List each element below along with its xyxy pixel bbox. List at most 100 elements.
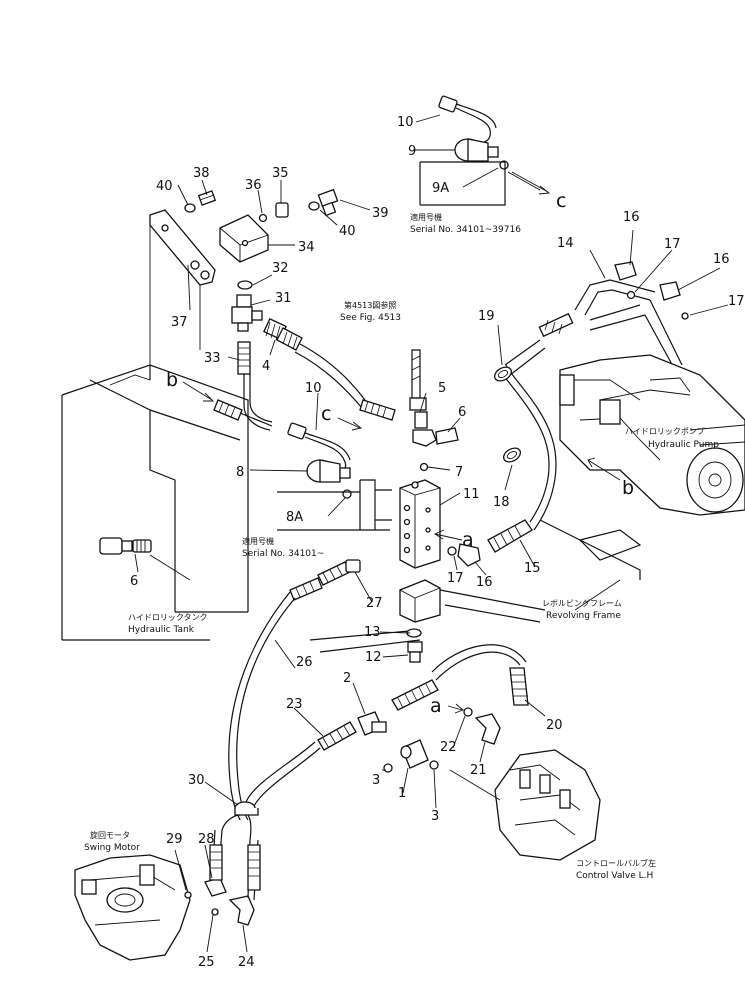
part-label: 3 (431, 809, 439, 824)
revolving-frame-shape (309, 519, 642, 653)
revolving-frame-jp: レボルビングフレーム (542, 598, 622, 608)
part-17-oring-block (447, 546, 457, 556)
part-21-elbow (474, 713, 501, 745)
text-labels: 適用号機 Serial No. 34101~39716 第4513図参照 See… (84, 212, 719, 881)
part-label: 14 (557, 236, 574, 251)
part-label: 10 (305, 381, 322, 396)
part-label: 13 (364, 625, 381, 640)
part-label: 8 (236, 465, 244, 480)
part-18-clamp (502, 447, 522, 463)
part-29-oring (184, 891, 192, 899)
part-number-labels: 1 2 3 3 4 5 6 6 7 8 8A 9 9A 10 10 11 12 … (130, 115, 745, 970)
part-label: 39 (372, 206, 389, 221)
part-32-oring (237, 280, 253, 290)
part-label: 2 (343, 671, 351, 686)
part-label: 6 (130, 574, 138, 589)
part-label: 5 (438, 381, 446, 396)
callout-a-block: a (462, 529, 474, 551)
serial-mid-en: Serial No. 34101~ (242, 549, 324, 559)
part-label: 28 (198, 832, 215, 847)
part-35-plug (275, 202, 289, 218)
part-label: 11 (463, 487, 480, 502)
serial-top-jp: 適用号機 (410, 212, 442, 222)
hydraulic-tank-en: Hydraulic Tank (128, 625, 195, 635)
hydraulic-pump-jp: ハイドロリックポンプ (625, 427, 705, 436)
part-8A-oring (342, 489, 352, 499)
part-label: 9A (432, 181, 449, 196)
part-1-adapter (400, 739, 429, 769)
see-fig-jp: 第4513図参照 (344, 300, 396, 310)
part-label: 37 (171, 315, 188, 330)
part-label: 17 (447, 571, 464, 586)
part-40-washer (184, 201, 320, 213)
part-label: 35 (272, 166, 289, 181)
part-label: 30 (188, 773, 205, 788)
part-label: 31 (275, 291, 292, 306)
part-10-wire-lower (287, 422, 351, 472)
part-label: 16 (713, 252, 730, 267)
part-label: 6 (458, 405, 466, 420)
part-38-bolt (197, 190, 217, 206)
part-24-elbow (228, 814, 261, 926)
part-label: 21 (470, 763, 487, 778)
serial-bracket-top (419, 161, 506, 206)
part-15-hose (487, 312, 574, 553)
part-12-bolt (407, 641, 423, 663)
callout-b-tank: b (166, 369, 178, 391)
callout-letters: a a b b c c (166, 190, 634, 717)
swing-motor-shape (74, 854, 191, 961)
part-28-fitting (204, 814, 241, 897)
part-8-pressure-switch (306, 459, 351, 483)
control-valve-jp: コントロールバルブ左 (576, 858, 656, 868)
part-label: 9 (408, 144, 416, 159)
part-label: 40 (156, 179, 173, 194)
part-20-hose (391, 644, 529, 711)
serial-bracket-mid (277, 479, 392, 531)
control-valve-en: Control Valve L.H (576, 871, 653, 881)
part-16-elbow-upper (614, 261, 681, 301)
part-label: 17 (728, 294, 745, 309)
part-10-wire-upper (438, 95, 497, 144)
part-7-oring (419, 462, 429, 472)
part-label: 22 (440, 740, 457, 755)
part-label: 36 (245, 178, 262, 193)
part-label: 27 (366, 596, 383, 611)
part-label: 38 (193, 166, 210, 181)
swing-motor-en: Swing Motor (84, 843, 140, 853)
revolving-frame-en: Revolving Frame (546, 611, 621, 621)
hydraulic-tank-jp: ハイドロリックタンク (128, 613, 208, 622)
callout-c-mid: c (321, 403, 331, 425)
part-22-oring (463, 707, 473, 717)
see-fig-en: See Fig. 4513 (340, 313, 401, 323)
part-label: 33 (204, 351, 221, 366)
part-23-hose (245, 721, 357, 811)
part-label: 19 (478, 309, 495, 324)
callout-c-top: c (556, 190, 566, 212)
part-label: 17 (664, 237, 681, 252)
part-19-clamp (493, 366, 513, 382)
part-label: 24 (238, 955, 255, 970)
part-2-fitting (357, 711, 387, 736)
part-label: 16 (476, 575, 493, 590)
part-label: 15 (524, 561, 541, 576)
part-30-clamp (234, 801, 259, 816)
part-25-oring (211, 908, 219, 916)
part-36-oring (258, 213, 268, 223)
leader-lines (134, 114, 729, 953)
serial-mid-jp: 適用号機 (242, 536, 274, 546)
control-valve-shape (449, 749, 601, 861)
part-6-tank-fitting (99, 537, 152, 555)
part-label: 10 (397, 115, 414, 130)
callout-arrows (182, 171, 621, 714)
part-27-bracket (399, 579, 441, 623)
serial-top-en: Serial No. 34101~39716 (410, 225, 521, 235)
part-label: 40 (339, 224, 356, 239)
part-label: 29 (166, 832, 183, 847)
part-33-hose (213, 341, 273, 431)
part-label: 20 (546, 718, 563, 733)
part-37-bracket-plate (149, 209, 216, 365)
part-3-oring-left (383, 763, 393, 773)
part-3-oring-right (429, 760, 439, 770)
